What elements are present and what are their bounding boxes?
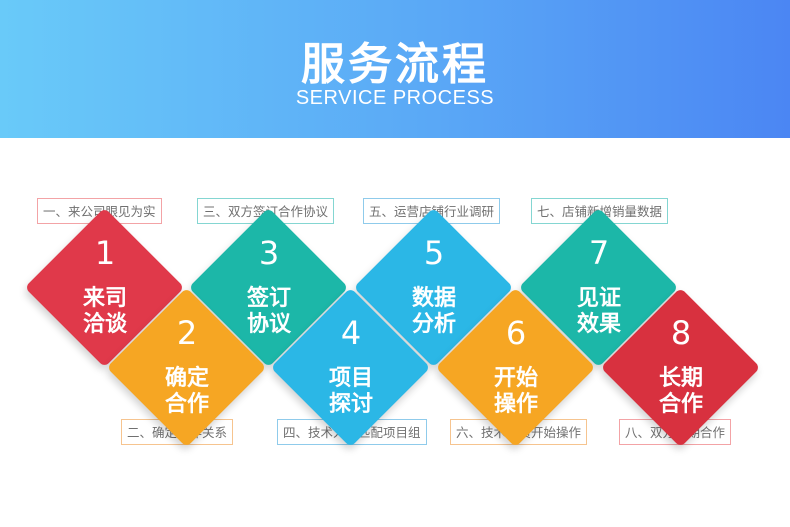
step-4: 4 项目 探讨: [270, 287, 431, 448]
step-number: 8: [670, 314, 692, 352]
page-subtitle: SERVICE PROCESS: [295, 87, 495, 109]
step-6: 6 开始 操作: [435, 287, 596, 448]
step-title-line1: 开始: [493, 366, 538, 391]
step-3: 3 签订 协议: [188, 207, 349, 368]
step-number: 3: [258, 234, 280, 272]
step-title-line2: 效果: [576, 312, 621, 337]
step-number: 6: [505, 314, 527, 352]
step-title-line1: 签订: [246, 286, 291, 311]
step-number: 7: [588, 234, 610, 272]
step-number: 1: [94, 234, 116, 272]
step-number: 5: [423, 234, 445, 272]
step-title-line2: 合作: [164, 392, 209, 417]
step-title-line1: 长期: [658, 366, 703, 391]
step-8: 8 长期 合作: [600, 287, 761, 448]
step-title-line2: 分析: [411, 312, 456, 337]
step-number: 2: [176, 314, 198, 352]
step-2: 2 确定 合作: [106, 287, 267, 448]
step-title-line1: 见证: [576, 286, 621, 311]
step-title-line1: 项目: [328, 366, 373, 391]
step-1: 1 来司 洽谈: [24, 207, 185, 368]
step-title-line2: 协议: [246, 312, 291, 337]
step-title-line1: 来司: [82, 286, 127, 311]
step-title-line2: 探讨: [328, 392, 373, 417]
header-banner: 服务流程 SERVICE PROCESS: [0, 0, 790, 138]
page-title: 服务流程: [301, 39, 489, 90]
step-title-line1: 数据: [411, 286, 456, 311]
step-title-line2: 操作: [493, 392, 538, 417]
step-7: 7 见证 效果: [518, 207, 679, 368]
step-title-line2: 合作: [658, 392, 703, 417]
step-title-line1: 确定: [164, 366, 209, 391]
step-title-line2: 洽谈: [82, 312, 127, 337]
step-5: 5 数据 分析: [353, 207, 514, 368]
step-number: 4: [340, 314, 362, 352]
